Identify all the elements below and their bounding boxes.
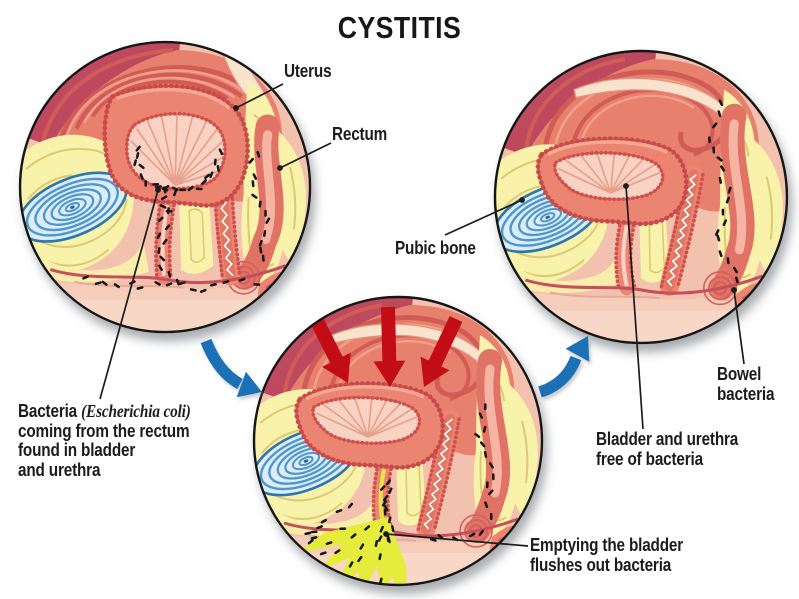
emptying-pointer-line <box>385 533 529 547</box>
pelvic-floor-line <box>524 274 764 300</box>
emptying-pointer-dot <box>383 531 389 537</box>
label-pubic-bone: Pubic bone <box>395 238 476 258</box>
pubic-bone-pointer-dot <box>519 197 525 203</box>
bladder-free-pointer-dot <box>623 183 629 189</box>
arrow-shaft <box>200 338 243 390</box>
pubic-bone-pointer-line <box>444 199 523 236</box>
page-title: CYSTITIS <box>337 10 462 45</box>
circle-infected-bladder <box>18 40 312 334</box>
label-bacteria-prefix: Bacteria <box>18 401 82 421</box>
bacteria-dashes <box>708 99 739 284</box>
bacteria-pointer-dot <box>155 187 161 193</box>
vagina-canal <box>659 165 705 296</box>
bladder-free-pointer-line <box>625 185 644 430</box>
bowel-bacteria-pointer-line <box>733 289 745 365</box>
bladder <box>294 381 446 470</box>
rectum-pointer-line <box>279 142 332 169</box>
label-bladder-free: Bladder and urethra free of bacteria <box>596 429 739 469</box>
bowel-bacteria-pointer <box>731 287 745 365</box>
rectum-pointer-dot <box>277 165 283 171</box>
arrow-shaft <box>538 355 582 398</box>
label-bacteria: Bacteria (Escherichia coli) coming from … <box>18 401 191 480</box>
bacteria-dashes <box>82 145 271 293</box>
arrow-head <box>236 371 262 398</box>
rectum-tube <box>459 349 511 548</box>
uterus-pointer-line <box>235 83 284 109</box>
rectum-tube <box>226 114 284 295</box>
label-uterus: Uterus <box>284 61 332 81</box>
flow-arrow-left <box>200 338 262 398</box>
pubic-bone-pointer <box>444 197 525 236</box>
circle-emptying-bladder <box>252 295 544 587</box>
pressure-arrows <box>305 306 463 387</box>
bladder <box>102 83 250 208</box>
label-bowel-bacteria: Bowel bacteria <box>717 364 775 404</box>
bladder-free-pointer <box>623 183 644 430</box>
emptying-pointer <box>383 531 529 547</box>
label-rectum: Rectum <box>332 124 388 144</box>
label-bacteria-species: (Escherichia coli) <box>81 401 191 421</box>
bladder <box>535 136 689 227</box>
circle-clean-bladder <box>493 49 789 345</box>
arrow-head <box>565 336 590 362</box>
label-emptying: Emptying the bladder flushes out bacteri… <box>530 535 684 575</box>
flow-arrow-right <box>538 336 590 398</box>
vagina-canal <box>416 409 461 539</box>
uterus-pointer-dot <box>233 105 239 111</box>
bacteria-pointer-line <box>99 189 159 400</box>
rectum-pointer <box>277 142 332 171</box>
label-bacteria-rest: coming from the rectum found in bladder … <box>18 420 190 480</box>
bacteria-pointer <box>99 187 161 400</box>
bowel-bacteria-pointer-dot <box>731 287 737 293</box>
uterus-pointer <box>233 83 284 111</box>
